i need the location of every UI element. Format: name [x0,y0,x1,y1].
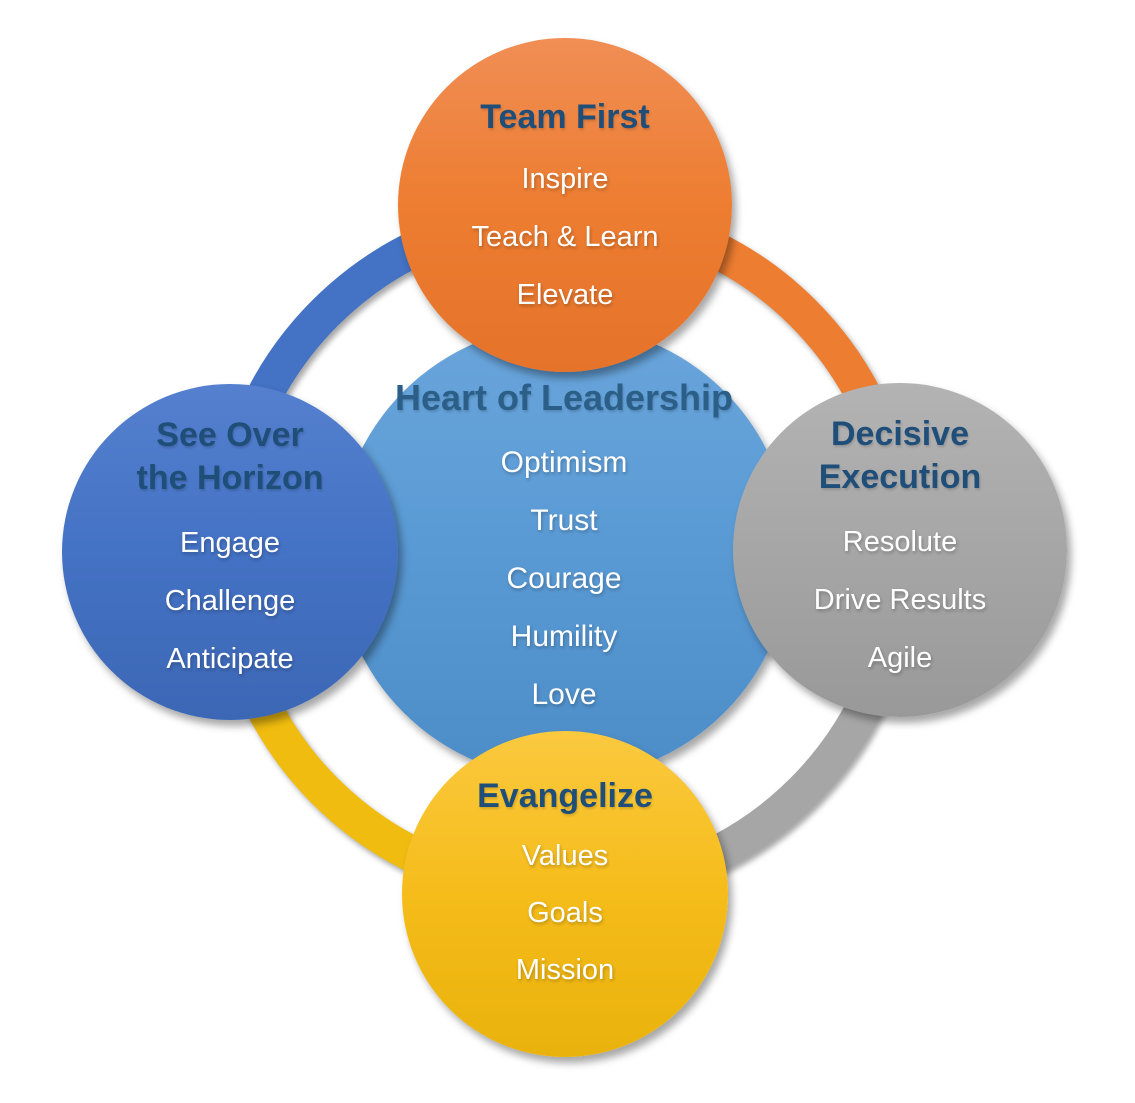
circle-team-first-title: Team First [480,98,650,136]
list-item: Agile [867,642,933,674]
circle-heart-of-leadership-items: Optimism Trust Courage Humility Love [501,434,628,724]
list-item: Humility [510,620,618,653]
list-item: Values [521,840,609,872]
list-item: Goals [527,897,603,929]
title-line: the Horizon [136,459,324,497]
list-item: Inspire [521,163,609,195]
circle-team-first: Team First Inspire Teach & Learn Elevate [398,38,732,372]
circle-decisive-execution-title: Decisive Execution [819,413,981,499]
list-item: Elevate [516,279,614,311]
title-line: See Over [156,416,304,454]
list-item: Optimism [500,446,628,479]
list-item: Challenge [164,585,296,617]
circle-decisive-execution: Decisive Execution Resolute Drive Result… [733,383,1067,717]
list-item: Mission [515,954,615,986]
circle-heart-of-leadership: Heart of Leadership Optimism Trust Coura… [337,325,791,779]
list-item: Anticipate [166,643,294,675]
circle-evangelize-items: Values Goals Mission [516,828,614,999]
list-item: Resolute [842,526,958,558]
title-line: Execution [818,458,982,496]
circle-decisive-execution-items: Resolute Drive Results Agile [814,513,986,687]
circle-evangelize-title: Evangelize [477,777,653,815]
list-item: Courage [506,562,622,595]
list-item: Drive Results [813,584,987,616]
list-item: Engage [179,527,280,559]
list-item: Love [531,678,597,711]
circle-see-over-the-horizon-title: See Over the Horizon [137,414,324,500]
circle-heart-of-leadership-title: Heart of Leadership [394,377,734,418]
circle-team-first-items: Inspire Teach & Learn Elevate [471,150,658,324]
circle-see-over-the-horizon-items: Engage Challenge Anticipate [165,514,296,688]
title-line: Decisive [830,415,969,453]
list-item: Teach & Learn [471,221,659,253]
list-item: Trust [530,504,598,537]
circle-see-over-the-horizon: See Over the Horizon Engage Challenge An… [62,384,398,720]
circle-evangelize: Evangelize Values Goals Mission [402,731,728,1057]
